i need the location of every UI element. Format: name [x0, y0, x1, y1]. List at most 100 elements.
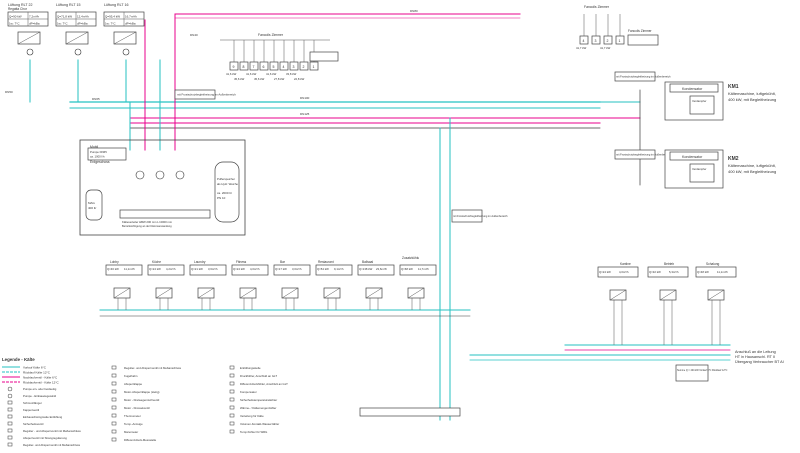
chiller-km2: mit Frostschutzbegleitheizung im Außenbe…	[614, 149, 776, 189]
svg-text:Q=24 kW: Q=24 kW	[149, 267, 161, 271]
svg-text:Entlüftungsstelle: Entlüftungsstelle	[240, 366, 261, 370]
room-cells: 9 8 7 6 5 4 3 2 1	[229, 61, 319, 71]
evaporator-box	[689, 95, 715, 115]
ahu-unit-rlt15: Lüftung RLT 15 Q=71,8 kW 12,4m³/h 1w: 7°…	[55, 3, 97, 56]
svg-text:41,7 kW: 41,7 kW	[576, 46, 587, 50]
bottom-right-units: Kantine Q=24 kW 4,0m³/h Betrieb Q=32 kW …	[597, 262, 737, 345]
condenser-label: Kondensator	[682, 87, 703, 91]
ahu-title: Lüftung RLT 16	[104, 3, 128, 7]
manifold	[119, 209, 211, 219]
svg-text:Q=32 kW: Q=32 kW	[649, 270, 661, 274]
svg-text:Übergang Verbraucher BT AI: Übergang Verbraucher BT AI	[735, 360, 784, 364]
consumer-schalung: Schalung Q=48 kW 11,1m³/h	[695, 262, 737, 345]
svg-text:Q=24 kW: Q=24 kW	[233, 267, 245, 271]
right-fancoil-spec	[627, 34, 659, 46]
svg-text:Absperrklappe: Absperrklappe	[124, 382, 142, 386]
chiller-desc: Kältemaschine, luftgekühlt,	[728, 91, 776, 96]
svg-text:Vorlauf Kälte 6°C: Vorlauf Kälte 6°C	[23, 366, 47, 370]
svg-text:Pumpe - Einbauelegewinkl: Pumpe - Einbauelegewinkl	[23, 394, 56, 398]
bottom-manifold	[359, 407, 461, 417]
frost-note-box-2	[451, 209, 483, 223]
sum-box	[675, 364, 709, 382]
svg-text:Pumpe ein- oder beidseitig: Pumpe ein- oder beidseitig	[23, 387, 57, 391]
plant-room-outline	[79, 139, 246, 236]
svg-text:mit Frostschutzbegleitheizung: mit Frostschutzbegleitheizung im Außenbe…	[616, 75, 671, 79]
legend-title: Legende - Kälte	[2, 357, 35, 362]
chiller-desc: Kältemaschine, luftgekühlt,	[728, 163, 776, 168]
svg-text:Volumen-Kontakt-Wasserzähler: Volumen-Kontakt-Wasserzähler	[240, 422, 279, 426]
svg-text:dP=kBa: dP=kBa	[125, 22, 136, 26]
pump-icon	[155, 170, 165, 180]
svg-text:41,6 kW: 41,6 kW	[246, 72, 257, 76]
svg-text:mit Frostschutzbegleitheizung: mit Frostschutzbegleitheizung im Außenbe…	[616, 153, 671, 157]
svg-text:Summe Q = 404 kW Vorlauf 6°C: Summe Q = 404 kW Vorlauf 6°C Rücklauf 12…	[677, 369, 728, 372]
plant-label: Mobil	[90, 145, 98, 149]
bottom-units: Lobby Q=46 kW 11,1m³/h Küche Q=24 kW 4,2…	[105, 256, 437, 310]
svg-text:Druckfühler, Anschluß an GLT: Druckfühler, Anschluß an GLT	[240, 374, 277, 378]
svg-text:Zusatzkühlu: Zusatzkühlu	[402, 256, 419, 260]
pipe-size-labels: DN50 DN65 DN100 DN125 DN80 DN40	[5, 9, 418, 116]
pump-icon	[135, 170, 145, 180]
svg-text:8: 8	[243, 65, 245, 69]
svg-text:45,6 kW: 45,6 kW	[234, 77, 245, 81]
buffer-tank	[214, 161, 240, 223]
svg-text:7: 7	[253, 65, 255, 69]
svg-text:12,4m³/h: 12,4m³/h	[77, 15, 89, 19]
svg-text:PN 10: PN 10	[217, 196, 226, 200]
svg-text:Q=138 kW: Q=138 kW	[359, 267, 373, 271]
pipe-label: DN65	[92, 97, 100, 101]
pump-box	[87, 147, 127, 161]
svg-text:Sicherheitsventil: Sicherheitsventil	[23, 422, 44, 426]
pump-icon	[175, 170, 185, 180]
chiller-note-box	[614, 71, 656, 82]
svg-text:Bar: Bar	[280, 260, 286, 264]
svg-text:Ballsaal: Ballsaal	[362, 260, 373, 264]
svg-text:4,0m³/h: 4,0m³/h	[619, 270, 629, 274]
svg-text:Kantine: Kantine	[620, 262, 631, 266]
svg-text:HT in Hausanschl. RT II: HT in Hausanschl. RT II	[735, 355, 775, 359]
pipe-label: DN100	[300, 96, 310, 100]
svg-text:Motor - Dreiwegemischventil: Motor - Dreiwegemischventil	[124, 398, 160, 402]
svg-text:Temp.-Anzeige: Temp.-Anzeige	[124, 422, 143, 426]
svg-text:41,6 kW: 41,6 kW	[266, 72, 277, 76]
svg-text:27,8 kW: 27,8 kW	[274, 77, 285, 81]
connection-note: Anschluß an die Leitung HT in Hausanschl…	[675, 350, 784, 382]
svg-text:23,6m³/h: 23,6m³/h	[376, 267, 387, 271]
condenser-box	[669, 151, 719, 161]
svg-text:11,1m³/h: 11,1m³/h	[124, 267, 135, 271]
svg-text:11,1m³/h: 11,1m³/h	[717, 270, 728, 274]
svg-text:3: 3	[293, 65, 295, 69]
ahu-unit-rlt16: Lüftung RLT 16 Q=95,4 kW 16,7m³/h 1w: 7°…	[103, 3, 145, 56]
svg-text:Q=24 kW: Q=24 kW	[599, 270, 611, 274]
svg-text:Schalung: Schalung	[706, 262, 720, 266]
consumer-ballsaal: Ballsaal Q=138 kW 23,6m³/h	[357, 260, 395, 310]
chiller-name: KM1	[728, 84, 739, 90]
legend: Legende - Kälte Vorlauf Kälte 6°C Rückla…	[2, 357, 288, 447]
svg-text:7,2m³/h: 7,2m³/h	[29, 15, 40, 19]
ahu-title: Lüftung RLT 22	[8, 3, 32, 7]
svg-text:Manometer: Manometer	[124, 430, 138, 434]
valve-icon	[74, 48, 82, 56]
svg-text:Berücksichtigung an der Dämman: Berücksichtigung an der Dämmanwandung	[122, 224, 172, 228]
svg-text:Fitness: Fitness	[236, 260, 247, 264]
consumer-bar: Bar Q=17 kW 3,0m³/h	[273, 260, 311, 310]
svg-text:2: 2	[303, 65, 305, 69]
svg-text:Pufferspeicher: Pufferspeicher	[217, 177, 235, 181]
svg-text:3: 3	[595, 39, 597, 43]
svg-text:41,6 kW: 41,6 kW	[226, 72, 237, 76]
svg-text:6: 6	[263, 65, 265, 69]
svg-text:Temp.Kühler für WRG: Temp.Kühler für WRG	[240, 430, 267, 434]
svg-text:41,7 kW: 41,7 kW	[600, 46, 611, 50]
svg-text:16,7m³/h: 16,7m³/h	[125, 15, 137, 19]
svg-text:MAG: MAG	[88, 201, 96, 205]
svg-text:Q=21 kW: Q=21 kW	[191, 267, 203, 271]
pipe-label: DN80	[410, 9, 418, 13]
svg-text:Q=54 kW: Q=54 kW	[317, 267, 329, 271]
svg-text:5,3m³/h: 5,3m³/h	[669, 270, 679, 274]
ahu-subtitle: Regatta Chor	[8, 7, 28, 11]
svg-text:Wärme- / Kältemengenzähler: Wärme- / Kältemengenzähler	[240, 406, 276, 410]
svg-text:9,1m³/h: 9,1m³/h	[334, 267, 344, 271]
svg-text:3,0m³/h: 3,0m³/h	[292, 267, 302, 271]
svg-text:als Hydr. Weiche: als Hydr. Weiche	[217, 182, 238, 186]
